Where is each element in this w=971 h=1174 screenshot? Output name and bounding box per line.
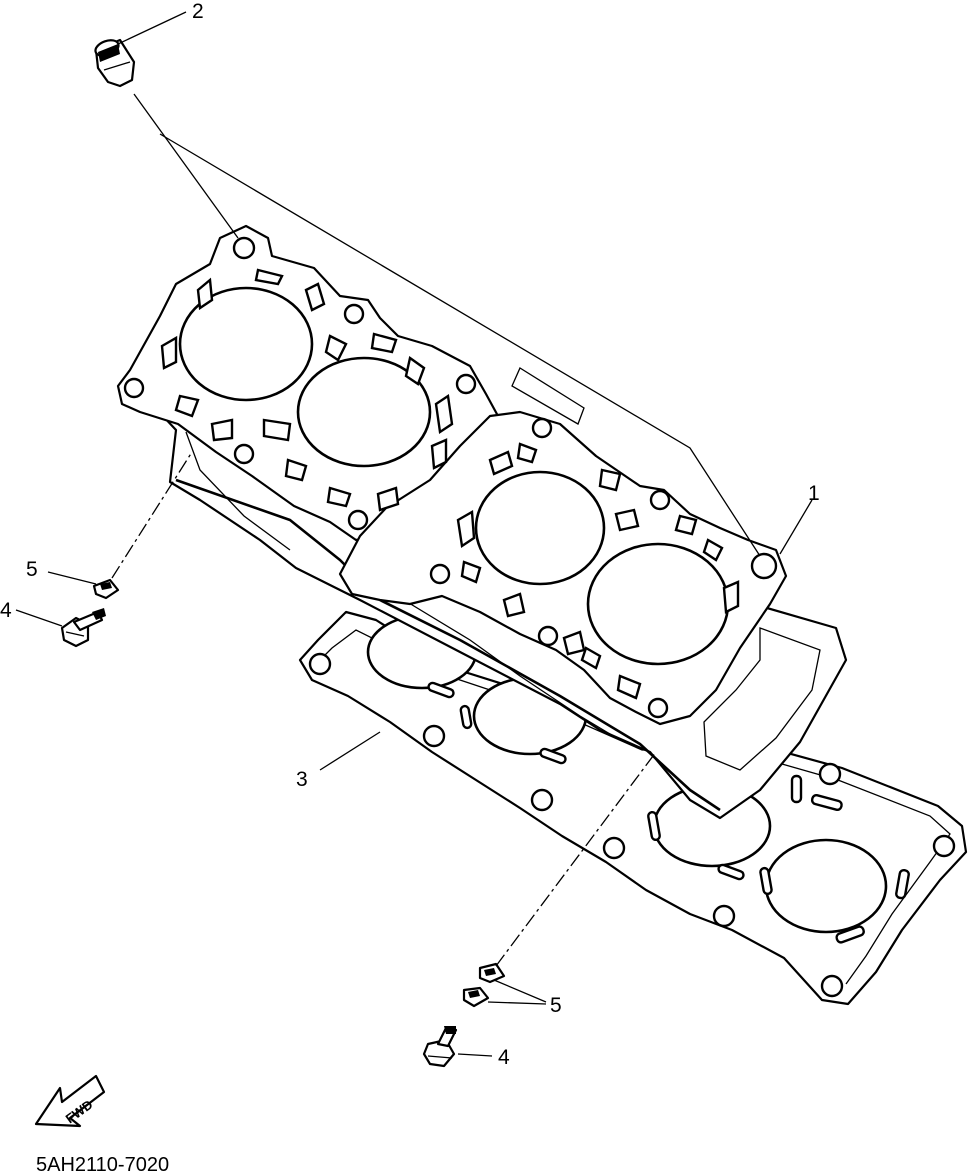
- bolt-right: [422, 1026, 458, 1068]
- bolt-left: [60, 608, 106, 648]
- callout-3: 3: [296, 768, 308, 791]
- callout-5-right: 5: [550, 994, 562, 1017]
- cylinder-gasket: [298, 610, 968, 1006]
- callout-2: 2: [192, 0, 204, 23]
- washer-left: [92, 578, 120, 600]
- washer-right-lower: [462, 986, 490, 1008]
- fwd-arrow: FWD: [34, 1074, 106, 1128]
- callout-4-left: 4: [0, 599, 12, 622]
- diagram-code: 5AH2110-7020: [36, 1154, 169, 1174]
- callout-1: 1: [808, 482, 820, 505]
- cylinder-block: [116, 224, 848, 820]
- callout-4-right: 4: [498, 1046, 510, 1069]
- washer-right-upper: [478, 962, 506, 984]
- assembly-lines: [15, 11, 813, 1057]
- callout-5-left: 5: [26, 558, 38, 581]
- dowel-pin: [94, 38, 136, 88]
- callout-numbers: 1 2 3 4 4 5 5: [0, 0, 820, 1069]
